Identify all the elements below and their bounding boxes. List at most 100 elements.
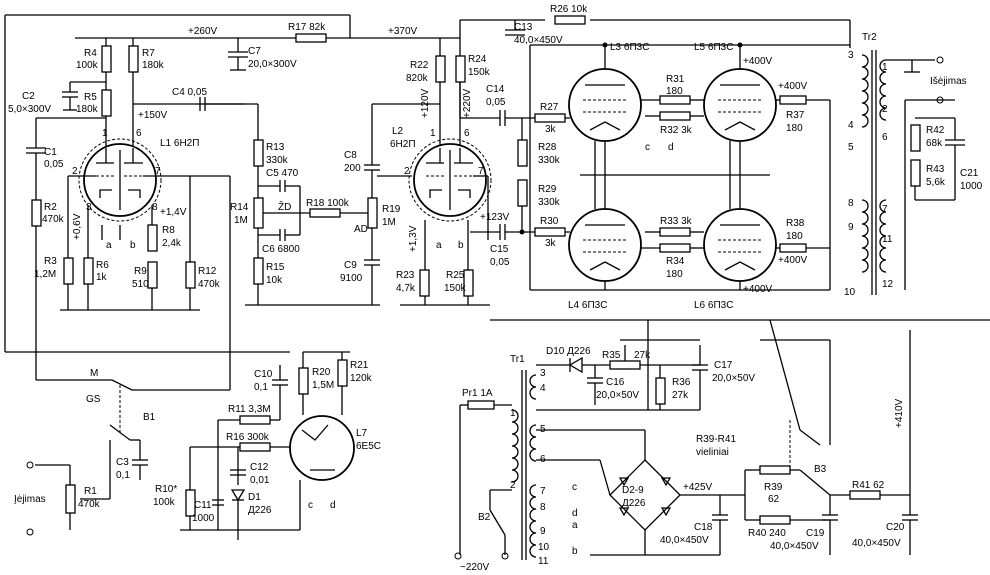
label-c11: C11 [194, 500, 212, 511]
label-r16: R16 300k [226, 432, 270, 443]
label-m: M [90, 368, 98, 379]
r8-resistor [147, 224, 158, 252]
label-v14: +1,4V [160, 207, 187, 218]
label-r20v: 1,5M [312, 380, 334, 391]
label-c14v: 0,05 [486, 97, 506, 108]
label-r22v: 820k [406, 73, 429, 84]
label-r28: R28 [538, 142, 557, 153]
r29-resistor [517, 179, 528, 207]
l4-tube [568, 208, 642, 282]
r18-resistor [309, 208, 341, 218]
label-r26: R26 10k [550, 4, 588, 15]
r16-resistor [239, 442, 271, 452]
r24-resistor [455, 55, 466, 83]
r20-resistor [298, 367, 309, 395]
r32-resistor [659, 111, 691, 121]
l7-tube [289, 415, 355, 481]
r41-resistor [849, 490, 881, 500]
label-c10: C10 [254, 369, 273, 380]
label-r29: R29 [538, 184, 557, 195]
r22-resistor [435, 55, 446, 83]
label-c-out: c [645, 142, 650, 153]
label-r11: R11 3,3M [228, 404, 271, 415]
label-r8: R8 [162, 225, 175, 236]
r7-resistor [128, 45, 139, 73]
pin-tr1-2: 2 [510, 480, 516, 491]
r27-resistor [534, 113, 566, 123]
label-r1: R1 [84, 486, 97, 497]
pin-l1-2: 2 [72, 166, 78, 177]
r17-resistor [295, 33, 327, 43]
label-r34v: 180 [666, 269, 683, 280]
label-c14: C14 [486, 84, 505, 95]
label-c18v: 40,0×450V [660, 535, 709, 546]
r21-resistor [337, 359, 348, 387]
label-v400b: +400V [778, 81, 808, 92]
output-transformer-tr2 [861, 50, 965, 295]
pin-tr1-3: 3 [540, 368, 546, 379]
label-r7v: 180k [142, 60, 165, 71]
pin-tr2-12: 12 [882, 279, 894, 290]
label-c21v: 1000 [960, 181, 983, 192]
pin-tr2-10: 10 [844, 287, 856, 298]
label-c16v: 20,0×50V [596, 390, 639, 401]
label-r39v: 62 [768, 494, 780, 505]
label-c9: C9 [344, 260, 357, 271]
pin-l2-2: 2 [404, 166, 410, 177]
label-r4v: 100k [76, 60, 99, 71]
label-r7: R7 [142, 48, 155, 59]
l5-tube [703, 68, 777, 142]
pin-tr1-11: 11 [538, 556, 549, 567]
label-r5: R5 [84, 92, 97, 103]
pin-l1-3: 3 [86, 202, 92, 213]
label-v400d: +400V [743, 284, 773, 295]
r1-potentiometer [65, 484, 76, 514]
label-gs: GS [86, 394, 101, 405]
power-supply [459, 319, 990, 560]
mains-plug-icon [454, 552, 462, 560]
label-c17v: 20,0×50V [712, 373, 755, 384]
label-v120: +120V [420, 88, 431, 118]
output-jack-icon [936, 56, 944, 64]
label-b-l2: b [458, 240, 464, 251]
label-c-tr1: c [572, 482, 577, 493]
label-r30: R30 [540, 216, 559, 227]
label-pr1: Pr1 1A [462, 388, 493, 399]
pin-l2-6: 6 [464, 128, 470, 139]
label-r36: R36 [672, 377, 691, 388]
label-r13: R13 [266, 142, 285, 153]
label-c9v: 9100 [340, 273, 363, 284]
label-l1: L1 6Н2П [160, 138, 199, 149]
pin-tr2-6: 6 [882, 132, 888, 143]
label-d29: D2-9 [622, 485, 644, 496]
label-c2v: 5,0×300V [8, 104, 51, 115]
label-c15v: 0,05 [490, 257, 510, 268]
label-r36v: 27k [672, 390, 689, 401]
label-v410: +410V [894, 398, 905, 428]
label-r29v: 330k [538, 197, 561, 208]
label-r1v: 470k [78, 499, 101, 510]
label-c20: C20 [886, 522, 905, 533]
r39-resistor [759, 465, 791, 475]
label-r27v: 3k [545, 124, 557, 135]
label-r19: R19 [382, 204, 401, 215]
pin-l1-8: 8 [152, 202, 158, 213]
label-c10v: 0,1 [254, 382, 268, 393]
r30-resistor [534, 227, 566, 237]
pin-tr1-1: 1 [510, 408, 516, 419]
label-l2: L2 [392, 126, 404, 137]
label-r37: R37 [786, 110, 805, 121]
pin-tr2-2: 2 [882, 104, 888, 115]
label-v425: +425V [683, 482, 713, 493]
label-tr1: Tr1 [510, 354, 525, 365]
label-l7v: 6Е5С [356, 441, 381, 452]
label-v06: +0,6V [72, 213, 83, 240]
pin-l2-1: 1 [430, 128, 436, 139]
label-r31: R31 [666, 74, 685, 85]
label-mains: ~220V [460, 562, 490, 573]
label-a-tr1: a [572, 520, 578, 531]
label-r9: R9 [134, 266, 147, 277]
label-r19v: 1M [382, 217, 396, 228]
label-b1: B1 [143, 412, 156, 423]
r15-resistor [253, 257, 264, 285]
